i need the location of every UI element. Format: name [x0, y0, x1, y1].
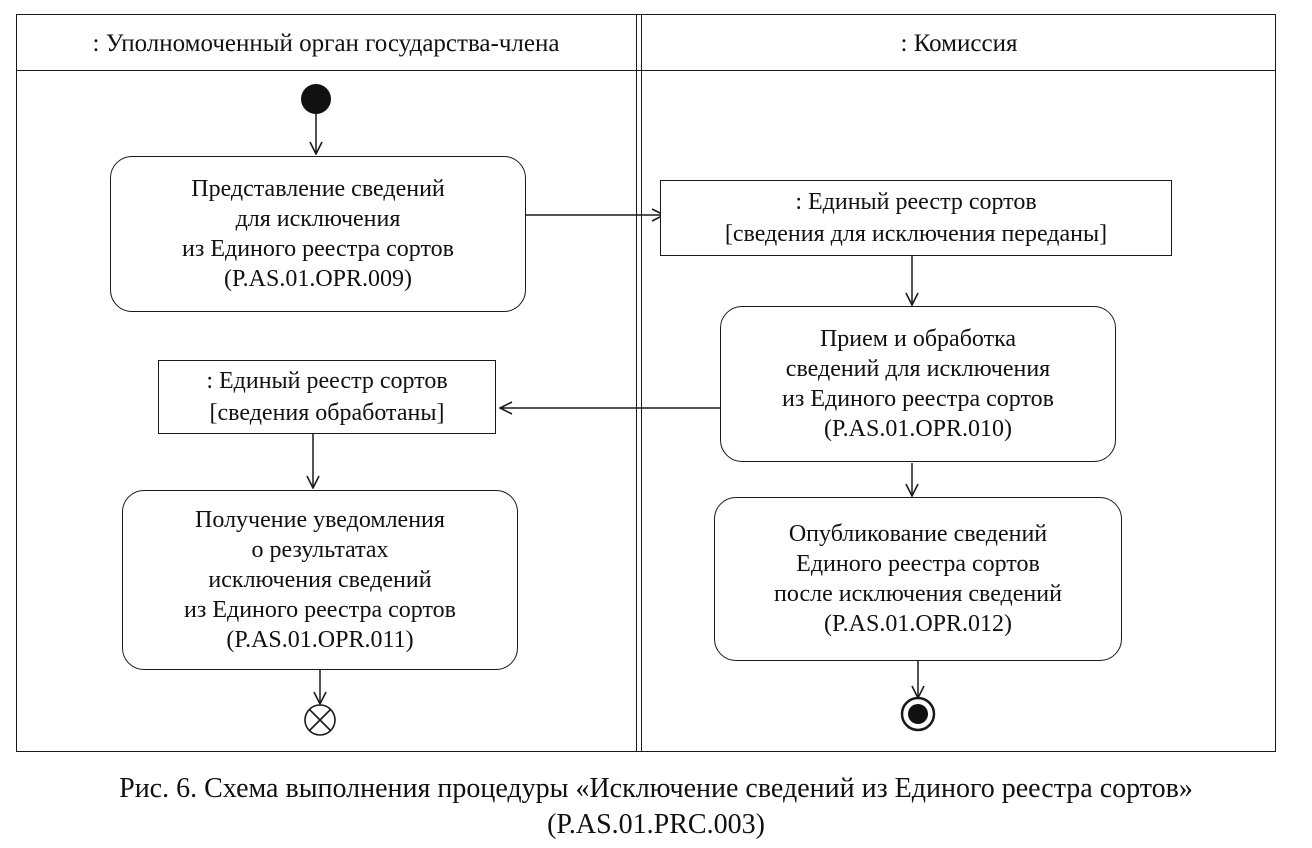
action-line: (P.AS.01.OPR.012)	[823, 611, 1013, 637]
action-line: (P.AS.01.OPR.009)	[223, 266, 413, 292]
action-line: Представление сведений	[191, 176, 445, 202]
action-line: исключения сведений	[208, 567, 432, 593]
flow-final-node	[304, 704, 336, 736]
action-line: для исключения	[235, 206, 401, 232]
action-line: из Единого реестра сортов	[782, 386, 1054, 412]
initial-node	[301, 84, 331, 114]
object-registry-processed: : Единый реестр сортов [сведения обработ…	[158, 360, 496, 434]
action-line: (P.AS.01.OPR.011)	[226, 627, 414, 653]
object-state: [сведения обработаны]	[209, 400, 445, 426]
action-line: из Единого реестра сортов	[182, 236, 454, 262]
object-registry-transferred: : Единый реестр сортов [сведения для иск…	[660, 180, 1172, 256]
action-line: (P.AS.01.OPR.010)	[823, 416, 1013, 442]
figure-caption-line-2: (P.AS.01.PRC.003)	[547, 809, 765, 840]
lane-title-commission: : Комиссия	[900, 30, 1018, 57]
action-line: Получение уведомления	[195, 507, 445, 533]
figure-caption-line-1: Рис. 6. Схема выполнения процедуры «Искл…	[119, 773, 1193, 804]
lane-divider	[636, 14, 642, 752]
action-receive-notification: Получение уведомления о результатах искл…	[122, 490, 518, 670]
action-line: из Единого реестра сортов	[184, 597, 456, 623]
lane-title-member-state: : Уполномоченный орган государства-члена	[92, 30, 560, 57]
activity-final-node	[900, 696, 936, 732]
action-line: после исключения сведений	[774, 581, 1062, 607]
action-line: Прием и обработка	[819, 326, 1017, 352]
object-name: : Единый реестр сортов	[206, 368, 448, 394]
action-submit-exclusion: Представление сведений для исключения из…	[110, 156, 526, 312]
action-line: о результатах	[251, 537, 389, 563]
action-line: Опубликование сведений	[788, 521, 1048, 547]
header-separator	[16, 70, 1276, 71]
action-publish-registry: Опубликование сведений Единого реестра с…	[714, 497, 1122, 661]
object-state: [сведения для исключения переданы]	[724, 221, 1108, 247]
object-name: : Единый реестр сортов	[795, 189, 1037, 215]
action-receive-process: Прием и обработка сведений для исключени…	[720, 306, 1116, 462]
swimlane-frame	[16, 14, 1276, 752]
action-line: Единого реестра сортов	[796, 551, 1040, 577]
action-line: сведений для исключения	[785, 356, 1051, 382]
